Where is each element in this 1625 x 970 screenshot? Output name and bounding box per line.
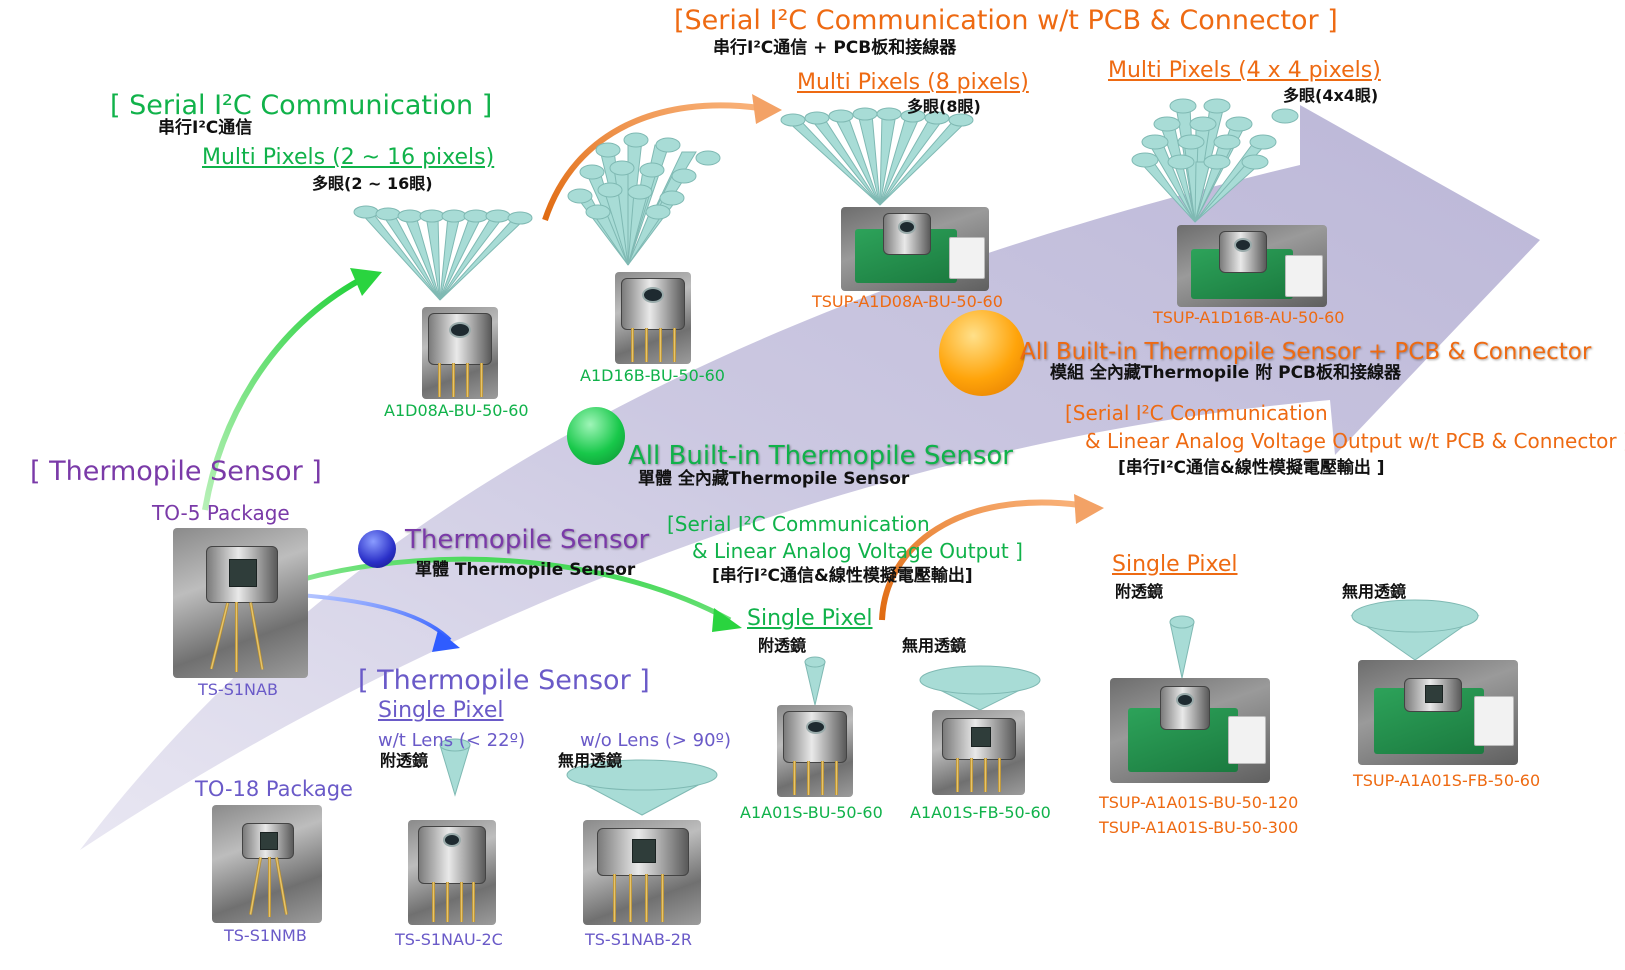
photo-a1d08a bbox=[422, 307, 498, 399]
base-title: [ Thermopile Sensor ] bbox=[30, 456, 322, 487]
arrow-to-pcb-multi bbox=[542, 102, 761, 221]
serial-linear-pcb-line3: [串行I²C通信&線性模擬電壓輸出 ] bbox=[1118, 458, 1385, 478]
serial-linear-line1: [Serial I²C Communication bbox=[667, 512, 930, 536]
top-title: [Serial I²C Communication w/t PCB & Conn… bbox=[674, 5, 1338, 36]
thermopile-stage-subtitle: 單體 Thermopile Sensor bbox=[415, 560, 636, 580]
lens-wide-shapes bbox=[566, 599, 1480, 816]
ball-thermopile-stage bbox=[358, 530, 396, 568]
analog-no-lens-zh: 無用透鏡 bbox=[558, 751, 623, 770]
photo-ts-s1nau-2c bbox=[408, 820, 496, 925]
analog-title: [ Thermopile Sensor ] bbox=[358, 665, 650, 696]
model-tsup-a1a01s-fb: TSUP-A1A01S-FB-50-60 bbox=[1353, 771, 1541, 790]
model-ts-s1nau-2c: TS-S1NAU-2C bbox=[395, 930, 503, 949]
model-a1d08a: A1D08A-BU-50-60 bbox=[384, 401, 529, 420]
lens-fan-a1d16b bbox=[567, 132, 721, 266]
photo-tsup-a1a01s-fb bbox=[1358, 660, 1518, 765]
built-in-pcb-title: All Built-in Thermopile Sensor + PCB & C… bbox=[1020, 339, 1592, 365]
growth-swoosh bbox=[80, 105, 1540, 850]
photo-a1d16b bbox=[615, 272, 691, 364]
arrow-to-single bbox=[299, 556, 732, 623]
pcb16-label: Multi Pixels (4 x 4 pixels) bbox=[1108, 58, 1381, 83]
pcb16-label-zh: 多眼(4x4眼) bbox=[1283, 86, 1379, 105]
analog-single-label: Single Pixel bbox=[378, 698, 504, 723]
photo-ts-s1nab bbox=[173, 528, 308, 678]
model-ts-s1nab-2r: TS-S1NAB-2R bbox=[585, 930, 692, 949]
model-tsup-a1d08a: TSUP-A1D08A-BU-50-60 bbox=[812, 292, 1003, 311]
photo-tsup-a1d08a bbox=[841, 207, 989, 291]
model-ts-s1nmb: TS-S1NMB bbox=[224, 926, 307, 945]
photo-a1a01s-bu bbox=[777, 705, 853, 797]
to5-label: TO-5 Package bbox=[152, 501, 290, 525]
model-a1a01s-fb: A1A01S-FB-50-60 bbox=[910, 803, 1051, 822]
serial-linear-pcb-line2: & Linear Analog Voltage Output w/t PCB &… bbox=[1085, 429, 1625, 453]
serial-linear-no-lens: 無用透鏡 bbox=[902, 636, 967, 655]
built-in-pcb-subtitle: 模組 全內藏Thermopile 附 PCB板和接線器 bbox=[1050, 363, 1402, 383]
built-in-title: All Built-in Thermopile Sensor bbox=[628, 441, 1013, 471]
pcb8-label: Multi Pixels (8 pixels) bbox=[797, 70, 1029, 95]
serial-linear-line2: & Linear Analog Voltage Output ] bbox=[692, 539, 1023, 563]
serial-multi-label-zh: 多眼(2 ~ 16眼) bbox=[312, 174, 433, 193]
serial-linear-pcb-line1: [Serial I²C Communication bbox=[1065, 401, 1328, 425]
thermopile-stage-title: Thermopile Sensor bbox=[405, 525, 650, 555]
ball-pcb-stage bbox=[939, 310, 1025, 396]
pcb-single-label: Single Pixel bbox=[1112, 552, 1238, 577]
arrow-to-serial bbox=[202, 277, 362, 511]
analog-with-lens-zh: 附透鏡 bbox=[380, 751, 429, 770]
serial-linear-line3: [串行I²C通信&線性模擬電壓輸出] bbox=[712, 566, 973, 586]
pcb-single-no-lens: 無用透鏡 bbox=[1342, 582, 1407, 601]
model-ts-s1nab: TS-S1NAB bbox=[198, 680, 278, 699]
pcb8-label-zh: 多眼(8眼) bbox=[907, 97, 981, 116]
lens-fan-a1d08a bbox=[353, 205, 533, 301]
to18-label: TO-18 Package bbox=[195, 777, 353, 801]
pcb-single-with-lens: 附透鏡 bbox=[1115, 582, 1164, 601]
lens-fan-pcb-8 bbox=[780, 107, 974, 206]
built-in-subtitle: 單體 全內藏Thermopile Sensor bbox=[638, 469, 910, 489]
serial-multi-label: Multi Pixels (2 ~ 16 pixels) bbox=[202, 145, 495, 170]
photo-tsup-a1d16b bbox=[1177, 225, 1327, 307]
model-a1d16b: A1D16B-BU-50-60 bbox=[580, 366, 725, 385]
ball-built-in-stage bbox=[567, 407, 625, 465]
arrow-to-pcb-single bbox=[879, 499, 1081, 621]
serial-title: [ Serial I²C Communication ] bbox=[110, 90, 493, 121]
serial-subtitle: 串行I²C通信 bbox=[158, 118, 253, 138]
photo-ts-s1nmb bbox=[212, 805, 322, 923]
analog-no-lens: w/o Lens (> 90º) bbox=[580, 730, 732, 751]
photo-tsup-a1a01s-bu bbox=[1110, 678, 1270, 783]
model-a1a01s-bu: A1A01S-BU-50-60 bbox=[740, 803, 883, 822]
lens-fan-pcb-16 bbox=[1131, 98, 1299, 223]
lens-narrow-shapes bbox=[439, 615, 1195, 797]
photo-ts-s1nab-2r bbox=[583, 820, 701, 925]
serial-linear-with-lens: 附透鏡 bbox=[758, 636, 807, 655]
model-tsup-a1d16b: TSUP-A1D16B-AU-50-60 bbox=[1153, 308, 1345, 327]
top-subtitle: 串行I²C通信 + PCB板和接線器 bbox=[713, 38, 957, 58]
analog-with-lens: w/t Lens (< 22º) bbox=[378, 730, 526, 751]
serial-linear-single-label: Single Pixel bbox=[747, 606, 873, 631]
model-tsup-a1a01s-bu-120: TSUP-A1A01S-BU-50-120 bbox=[1099, 793, 1299, 812]
photo-a1a01s-fb bbox=[932, 710, 1025, 795]
model-tsup-a1a01s-bu-300: TSUP-A1A01S-BU-50-300 bbox=[1099, 818, 1299, 837]
